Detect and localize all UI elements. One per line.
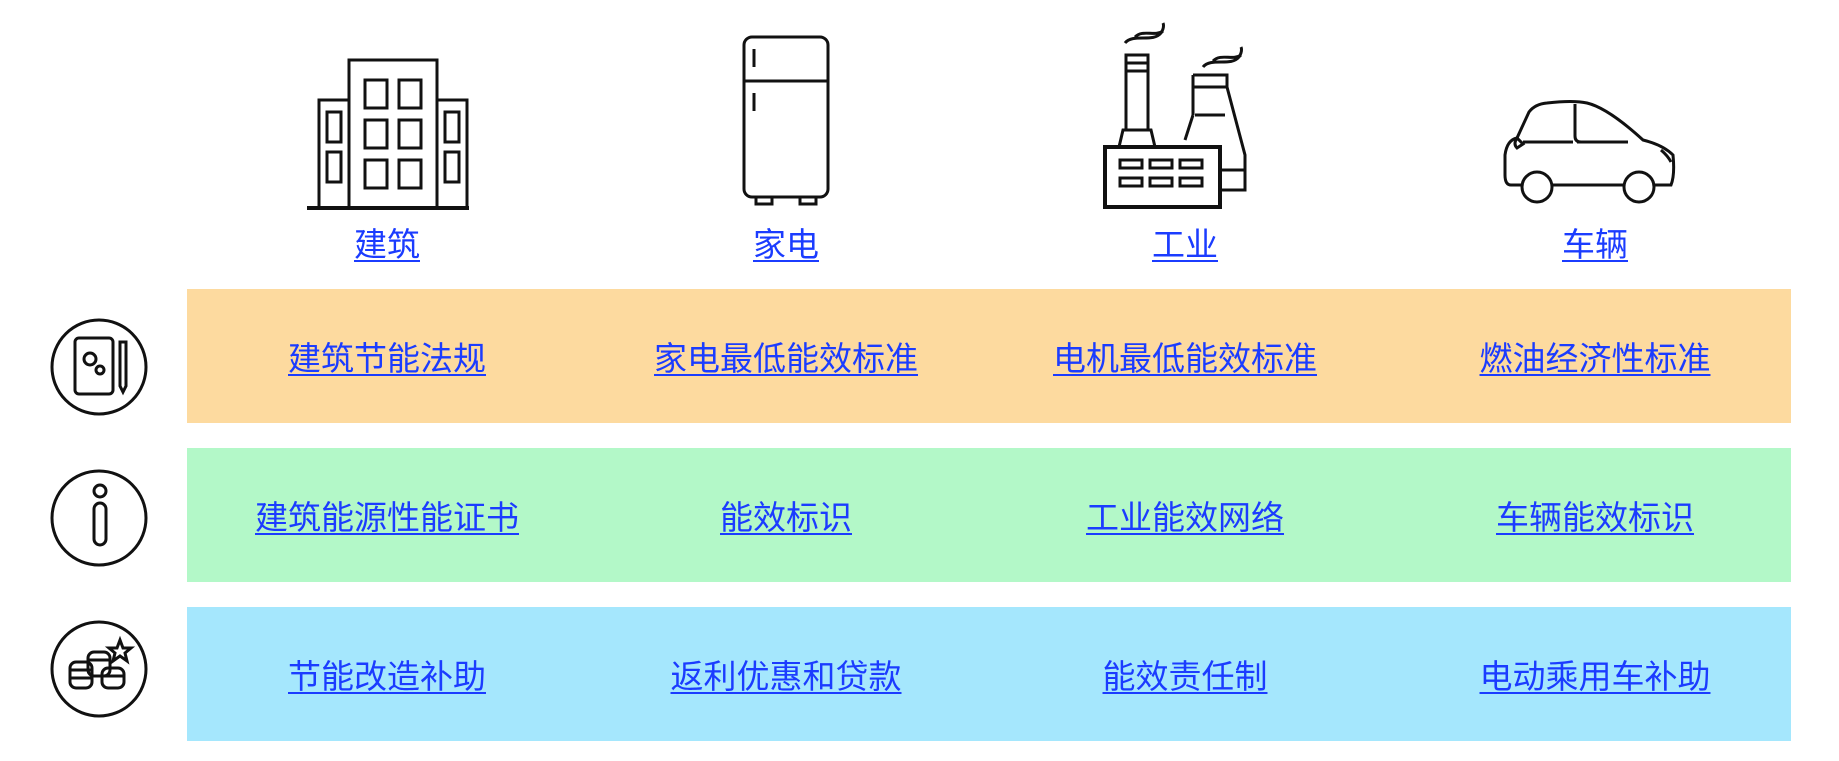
incentives-row: 节能改造补助 返利优惠和贷款 能效责任制 电动乘用车补助 (187, 607, 1791, 741)
row-item[interactable]: 工业能效网络 (1086, 498, 1284, 537)
car-icon (1425, 15, 1765, 210)
category-building-link[interactable]: 建筑 (354, 225, 420, 264)
row-item[interactable]: 车辆能效标识 (1496, 498, 1694, 537)
row-item[interactable]: 建筑节能法规 (288, 339, 486, 378)
row-item[interactable]: 电机最低能效标准 (1053, 339, 1317, 378)
row-item[interactable]: 返利优惠和贷款 (670, 657, 902, 696)
labeling-row: 建筑能源性能证书 能效标识 工业能效网络 车辆能效标识 (187, 448, 1791, 582)
refrigerator-icon (616, 15, 956, 210)
info-icon (50, 469, 148, 567)
row-item[interactable]: 节能改造补助 (288, 657, 486, 696)
row-item[interactable]: 能效标识 (720, 498, 852, 537)
category-industry-link[interactable]: 工业 (1152, 225, 1218, 264)
factory-icon (1015, 15, 1355, 210)
row-item[interactable]: 能效责任制 (1102, 657, 1268, 696)
regulation-icon (50, 318, 148, 416)
coins-icon (50, 620, 148, 718)
standards-row: 建筑节能法规 家电最低能效标准 电机最低能效标准 燃油经济性标准 (187, 289, 1791, 423)
category-appliance-link[interactable]: 家电 (753, 225, 819, 264)
category-vehicle-link[interactable]: 车辆 (1562, 225, 1628, 264)
row-item[interactable]: 家电最低能效标准 (654, 339, 918, 378)
row-item[interactable]: 建筑能源性能证书 (255, 498, 519, 537)
row-item[interactable]: 燃油经济性标准 (1479, 339, 1711, 378)
row-item[interactable]: 电动乘用车补助 (1479, 657, 1711, 696)
building-icon (217, 15, 557, 210)
